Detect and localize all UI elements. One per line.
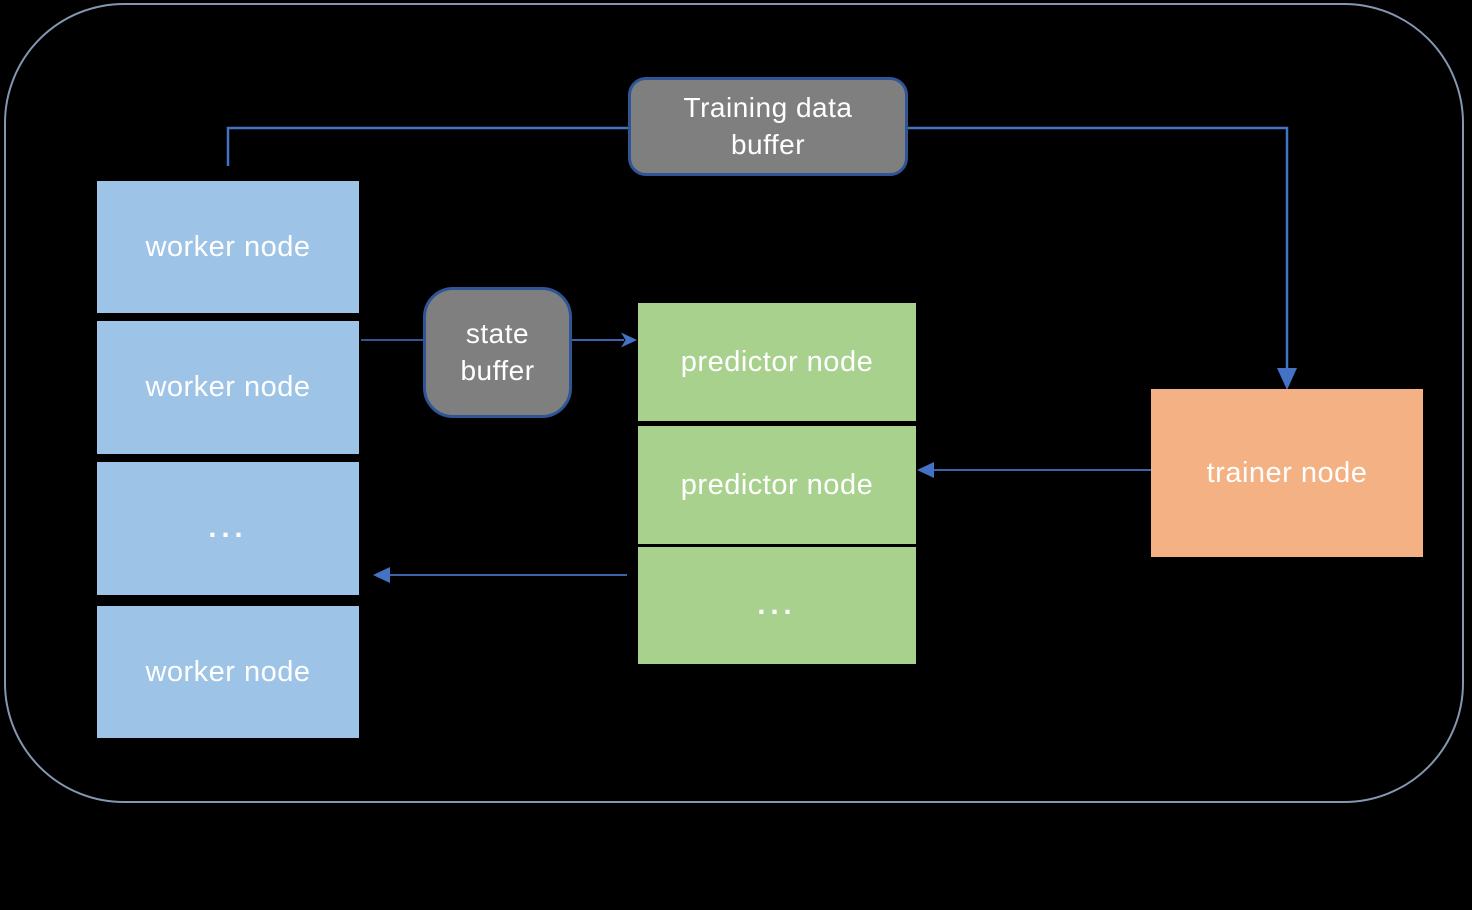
- predictor-node-1-label: predictor node: [680, 345, 874, 378]
- training-data-buffer-label: Training data buffer: [683, 91, 853, 160]
- worker-node-4: worker node: [97, 606, 359, 738]
- predictor-node-2: predictor node: [638, 426, 916, 544]
- state-buffer-label: state buffer: [460, 317, 535, 386]
- worker-node-1-label: worker node: [145, 230, 311, 263]
- training-data-buffer: Training data buffer: [628, 77, 908, 176]
- predictor-node-2-label: predictor node: [680, 468, 874, 501]
- state-buffer: state buffer: [423, 287, 572, 418]
- trainer-node: trainer node: [1151, 389, 1423, 557]
- worker-node-2-label: worker node: [145, 371, 311, 404]
- worker-node-4-label: worker node: [145, 655, 311, 688]
- predictor-node-ellipsis: ...: [638, 547, 916, 664]
- predictor-node-1: predictor node: [638, 303, 916, 421]
- trainer-node-label: trainer node: [1206, 456, 1368, 489]
- worker-node-ellipsis-label: ...: [208, 512, 248, 545]
- predictor-node-ellipsis-label: ...: [757, 589, 797, 622]
- outer-boundary: [4, 3, 1464, 803]
- worker-node-1: worker node: [97, 181, 359, 313]
- worker-node-2: worker node: [97, 321, 359, 454]
- worker-node-ellipsis: ...: [97, 462, 359, 595]
